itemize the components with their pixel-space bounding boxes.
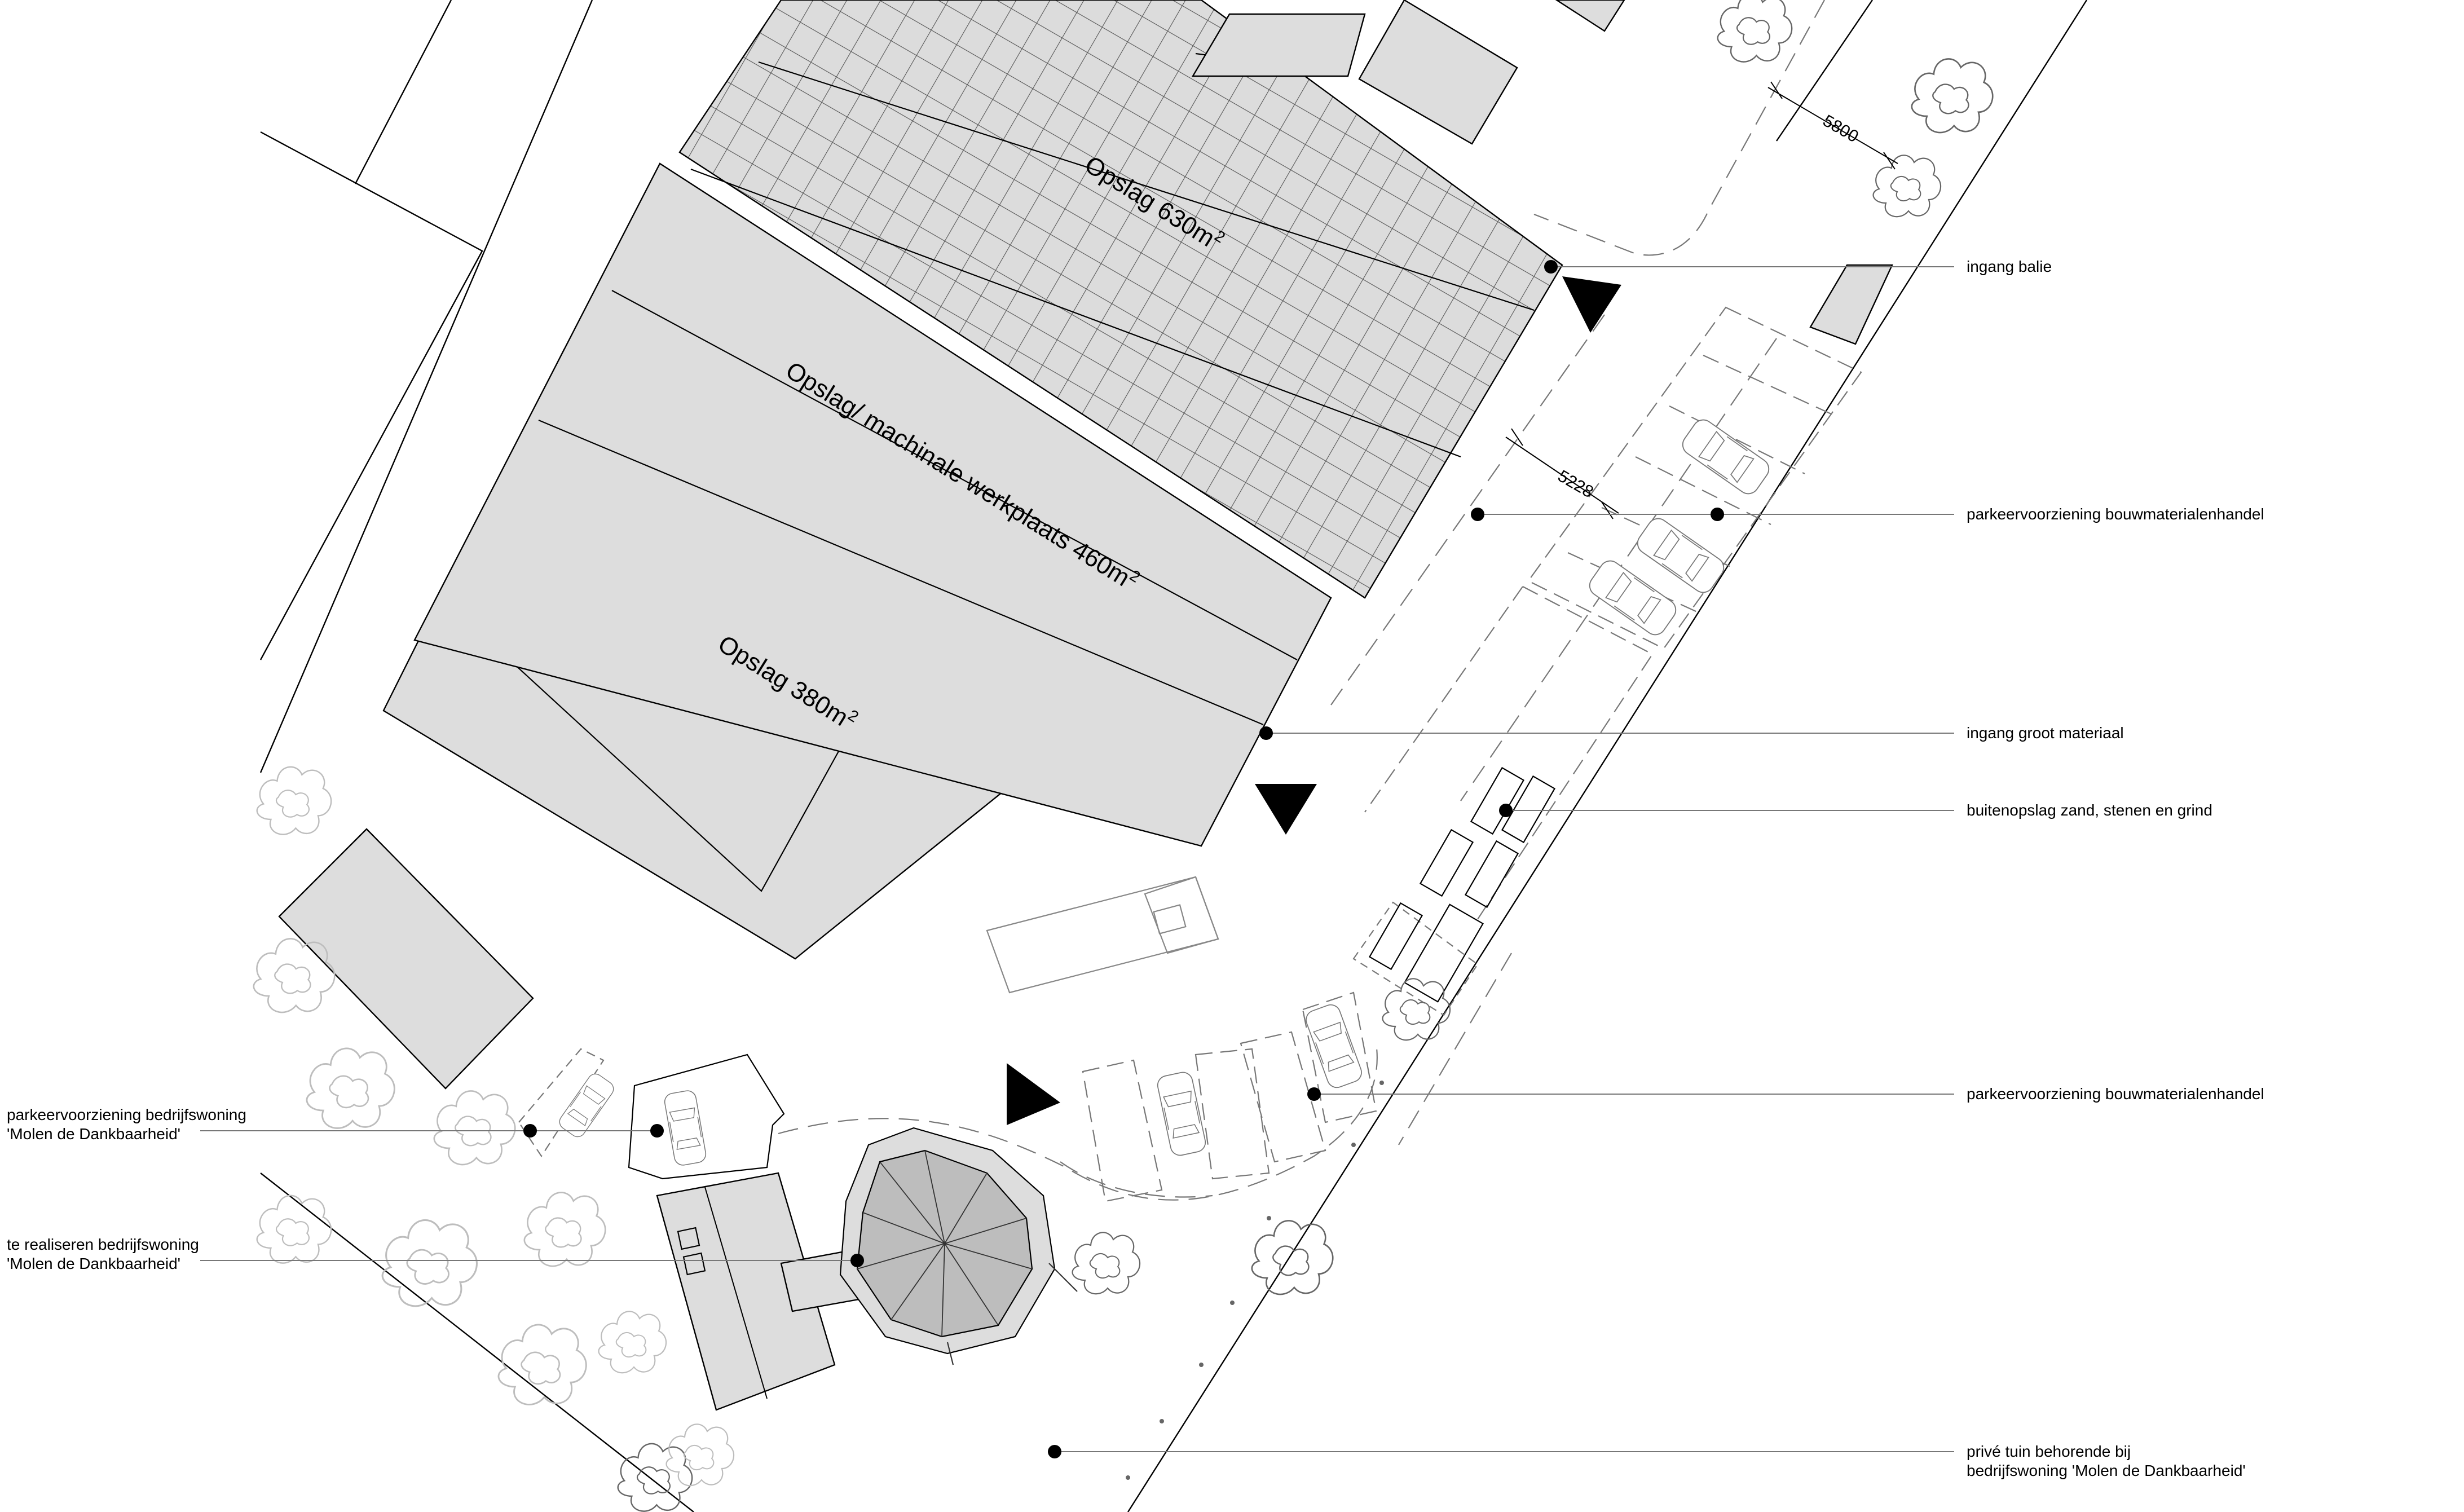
annotation-woning-line2: 'Molen de Dankbaarheid' (7, 1255, 180, 1272)
bedrijfswoning-building (656, 1172, 872, 1411)
annotations-right: ingang balie parkeervoorziening bouwmate… (1967, 258, 2264, 1479)
delivery-truck (986, 876, 1219, 994)
parking-bays-south (1082, 991, 1377, 1202)
annotation-parkeer-woning-line2: 'Molen de Dankbaarheid' (7, 1125, 180, 1143)
annotation-prive-tuin-line1: privé tuin behorende bij (1967, 1443, 2131, 1460)
building-werkplaats-460 (413, 162, 1332, 847)
annotation-parkeer-bouwmaterialen-2: parkeervoorziening bouwmaterialenhandel (1967, 1085, 2264, 1103)
annotation-parkeer-woning-line1: parkeervoorziening bedrijfswoning (7, 1106, 246, 1123)
house-parking (518, 1048, 785, 1180)
annotation-leaders (200, 266, 1954, 1452)
entrance-arrow-balie (1562, 276, 1621, 333)
storage-bins (1352, 766, 1556, 1016)
parked-car (556, 1070, 617, 1140)
annotation-parkeer-bouwmaterialen-1: parkeervoorziening bouwmaterialenhandel (1967, 505, 2264, 523)
neighbour-buildings (278, 0, 1893, 1090)
dimension-label-middle: 5228 (1555, 466, 1597, 501)
building-opslag-630 (678, 0, 1563, 599)
annotation-dots (523, 260, 1724, 1458)
entrance-arrow-groot-materiaal (1255, 784, 1317, 835)
annotation-buitenopslag: buitenopslag zand, stenen en grind (1967, 801, 2212, 819)
annotation-woning-line1: te realiseren bedrijfswoning (7, 1236, 199, 1253)
dimension-5228: 5228 (1505, 428, 1619, 519)
annotations-left: parkeervoorziening bedrijfswoning 'Molen… (7, 1106, 246, 1272)
annotation-ingang-balie: ingang balie (1967, 258, 2052, 275)
parked-car (1633, 514, 1729, 597)
entrance-markers (1007, 276, 1621, 1125)
annotation-ingang-groot-materiaal: ingang groot materiaal (1967, 724, 2124, 742)
mill-molen-de-dankbaarheid (839, 1127, 1078, 1365)
annotation-prive-tuin-line2: bedrijfswoning 'Molen de Dankbaarheid' (1967, 1462, 2246, 1479)
boundary-points (1126, 1081, 1384, 1480)
entrance-arrow-woning (1007, 1063, 1060, 1125)
parked-car (1303, 1002, 1365, 1091)
site-boundary-lines (259, 0, 2088, 1512)
dimension-label-top: 5800 (1820, 111, 1862, 146)
